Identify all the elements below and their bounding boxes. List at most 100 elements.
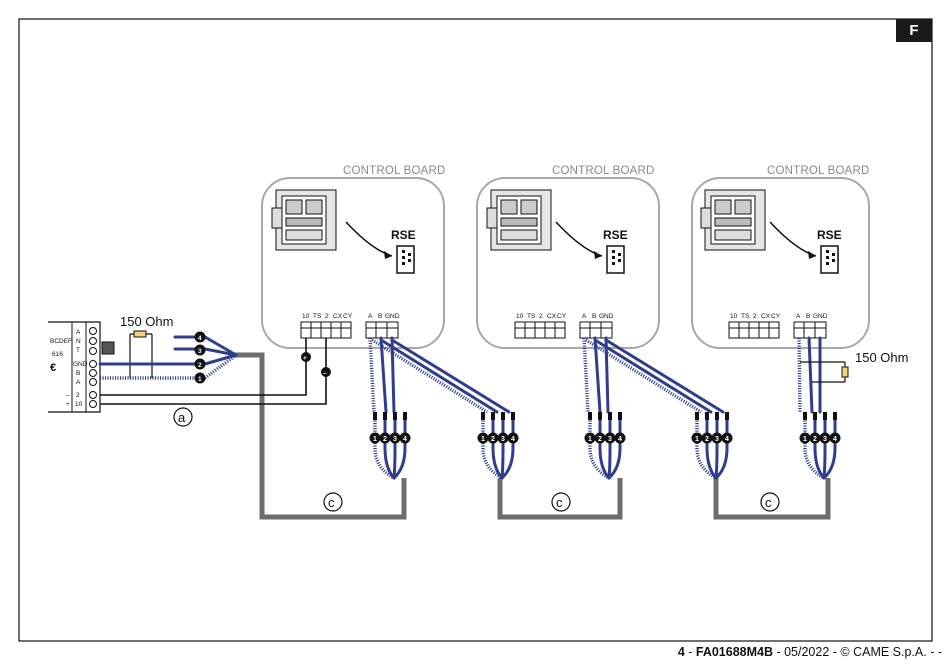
rse-label: RSE (817, 228, 842, 242)
pcb-illustration (271, 189, 337, 251)
wire-number-badge (487, 432, 499, 444)
svg-text:A: A (796, 313, 801, 320)
power-wires: + – a (100, 338, 331, 427)
footer: 4 - FA01688M4B - 05/2022 - © CAME S.p.A.… (677, 645, 942, 659)
wire-number: 1 (373, 436, 377, 443)
svg-text:CX: CX (333, 313, 343, 320)
svg-text:A: A (76, 379, 81, 386)
svg-text:A: A (368, 313, 373, 320)
svg-text:TS: TS (527, 313, 536, 320)
svg-text:B: B (806, 313, 810, 320)
svg-text:TS: TS (313, 313, 322, 320)
terminal-block-left: 10 TS 2 CX CY (728, 313, 781, 339)
rse-label: RSE (603, 228, 628, 242)
wire-number-badge (809, 432, 821, 444)
resistor-left: 150 Ohm (120, 314, 173, 378)
wire-number-badge (819, 432, 831, 444)
wire-number-badge (614, 432, 626, 444)
wire-number-3 (194, 344, 206, 356)
svg-text:c: c (328, 495, 335, 510)
pcb-illustration (486, 189, 552, 251)
wire-number-badge (711, 432, 723, 444)
wire-number-badge (799, 432, 811, 444)
svg-text:CX: CX (761, 313, 771, 320)
wire-number-badge (829, 432, 841, 444)
wire-number: 2 (598, 436, 602, 443)
blue-bus-board-3 (797, 336, 822, 414)
blue-bus-left: 4 3 2 1 (98, 331, 238, 384)
wire-number: 4 (511, 436, 515, 443)
wire-number-badge (497, 432, 509, 444)
wire-number-badge (721, 432, 733, 444)
svg-text:CX: CX (547, 313, 557, 320)
svg-text:2: 2 (325, 313, 329, 320)
wire-number: 1 (695, 436, 699, 443)
svg-text:–: – (66, 392, 70, 399)
svg-text:3: 3 (198, 348, 202, 355)
wire-number: 3 (823, 436, 827, 443)
svg-text:GND: GND (385, 313, 400, 320)
wire-number-badge (584, 432, 596, 444)
svg-text:2: 2 (76, 392, 80, 399)
svg-text:150 Ohm: 150 Ohm (120, 314, 173, 329)
footer-rest: - 05/2022 - © CAME S.p.A. - - (773, 645, 942, 659)
svg-text:CY: CY (343, 313, 353, 320)
blue-bus-board-1 (368, 336, 511, 414)
svg-text:c: c (765, 495, 772, 510)
footer-page-number: 4 (677, 645, 685, 659)
wire-number: 3 (393, 436, 397, 443)
wire-number: 4 (403, 436, 407, 443)
wire-number-badge (594, 432, 606, 444)
page-badge: F (896, 19, 932, 42)
wire-number: 2 (491, 436, 495, 443)
svg-text:B: B (76, 370, 80, 377)
svg-text:2: 2 (539, 313, 543, 320)
callout-c-2: c (551, 492, 571, 512)
callout-a: a (178, 410, 186, 425)
svg-text:GND: GND (813, 313, 828, 320)
wire-number-badge (691, 432, 703, 444)
svg-text:616: 616 (52, 351, 63, 358)
wire-number: 2 (383, 436, 387, 443)
control-board-2: CONTROL BOARD RSE 10 TS 2 CX CY A B (476, 165, 660, 349)
resistor-right: 150 Ohm (800, 350, 908, 383)
svg-text:10: 10 (302, 313, 310, 320)
svg-text:10: 10 (516, 313, 524, 320)
svg-text:B: B (378, 313, 382, 320)
svg-text:+: + (66, 401, 70, 408)
wire-number: 4 (618, 436, 622, 443)
rse-connector (396, 245, 415, 274)
svg-text:–: – (323, 370, 327, 377)
wire-number-2 (194, 358, 206, 370)
terminal-block-left: 10 TS 2 CX CY (300, 313, 353, 339)
svg-text:TS: TS (741, 313, 750, 320)
rse-label: RSE (391, 228, 416, 242)
page-frame (18, 18, 933, 642)
antenna-connector (101, 341, 115, 355)
svg-text:A: A (76, 329, 81, 336)
wire-number-badge (389, 432, 401, 444)
control-board-1: CONTROL BOARD RSE 10 TS 2 CX CY A (261, 165, 446, 349)
wire-number-1 (194, 372, 206, 384)
gray-cable (234, 352, 831, 520)
wire-number: 4 (833, 436, 837, 443)
wire-number: 3 (501, 436, 505, 443)
control-board-label: CONTROL BOARD (343, 165, 446, 177)
svg-text:GND: GND (73, 361, 88, 368)
svg-text:2: 2 (198, 362, 202, 369)
wire-number: 1 (588, 436, 592, 443)
wire-number: 2 (705, 436, 709, 443)
device-terminal-block: BCDEF 616 € A N T GND B A 2 10 – + (48, 321, 115, 413)
wire-number-badge (507, 432, 519, 444)
rse-connector (820, 245, 839, 274)
callout-c-1: c (323, 492, 343, 512)
svg-text:2: 2 (753, 313, 757, 320)
wire-number: 3 (608, 436, 612, 443)
wire-number-badge (379, 432, 391, 444)
svg-text:c: c (556, 495, 563, 510)
svg-text:1: 1 (198, 376, 202, 383)
